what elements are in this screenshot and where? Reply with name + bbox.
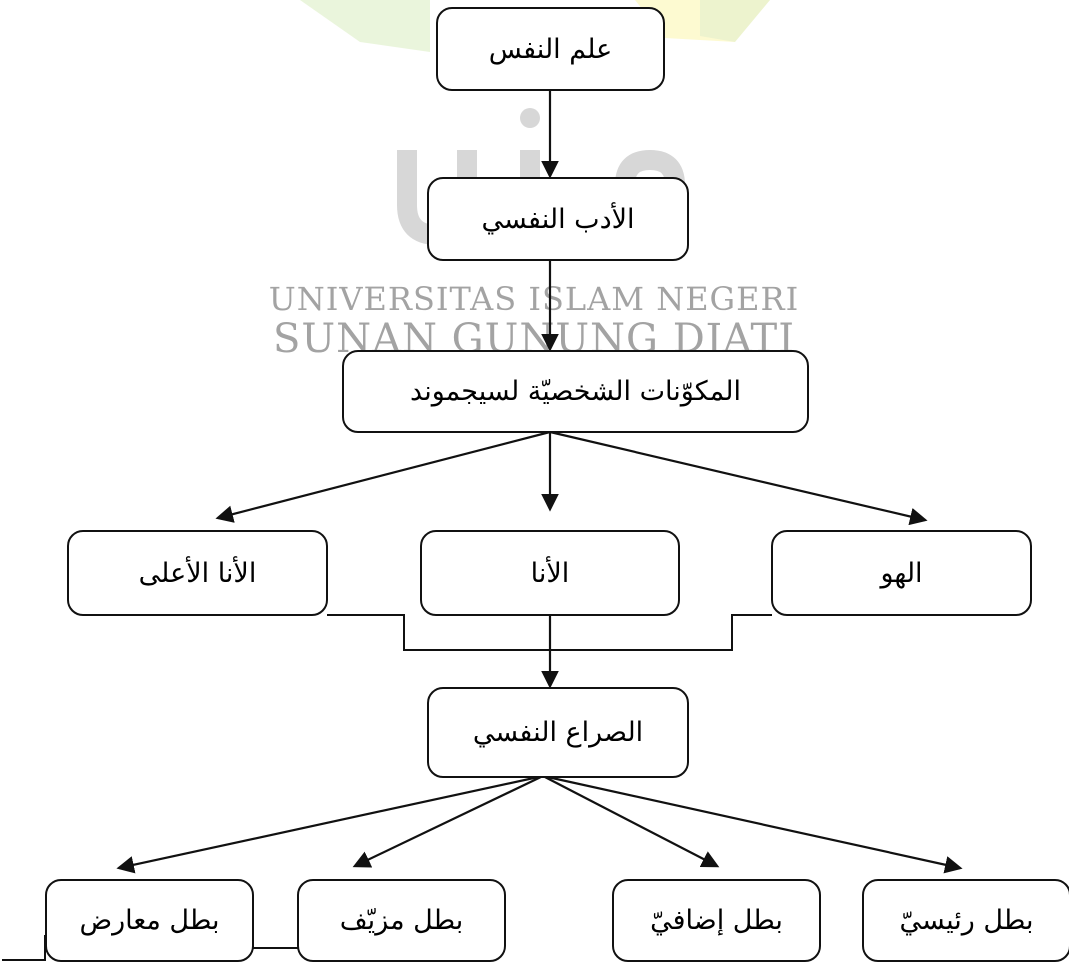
- connector-left-bottom-line: [2, 935, 46, 961]
- node-psych-literature: الأدب النفسي: [427, 177, 689, 261]
- node-antagonist: بطل معارض: [45, 879, 254, 962]
- node-supporting-hero: بطل إضافيّ: [612, 879, 821, 962]
- node-psych-conflict: الصراع النفسي: [427, 687, 689, 778]
- arrow-conflict-to-antagonist: [116, 774, 544, 874]
- connector-superego-to-merge: [327, 614, 550, 651]
- node-main-hero: بطل رئيسيّ: [862, 879, 1069, 962]
- connector-id-to-merge: [550, 614, 772, 651]
- arrow-conflict-to-false-hero: [352, 775, 544, 868]
- connector-bottom-between-left-boxes: [252, 935, 298, 949]
- node-false-hero: بطل مزيّف: [297, 879, 506, 962]
- arrow-conflict-to-main-hero: [542, 774, 963, 874]
- node-id: الهو: [771, 530, 1032, 616]
- arrow-components-to-id: [549, 430, 928, 526]
- node-ego: الأنا: [420, 530, 680, 616]
- arrow-conflict-to-supporting-hero: [542, 775, 720, 868]
- arrow-components-to-superego: [215, 430, 551, 523]
- node-personality-components: المكوّنات الشخصيّة لسيجموند: [342, 350, 809, 433]
- node-superego: الأنا الأعلى: [67, 530, 328, 616]
- node-psychology: علم النفس: [436, 7, 665, 91]
